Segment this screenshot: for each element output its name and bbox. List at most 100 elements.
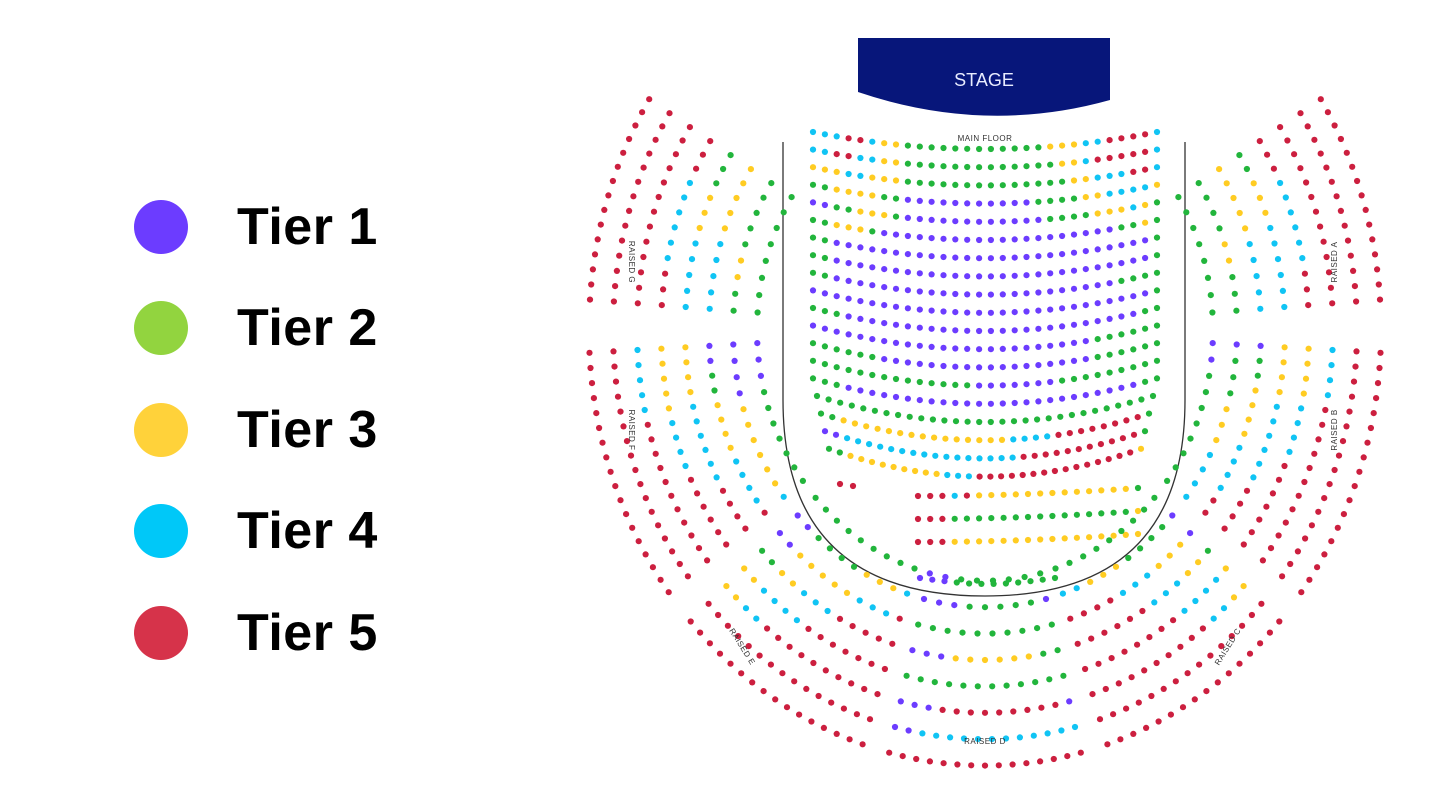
seat-raised-g-tier-2[interactable] [758, 274, 766, 281]
seat-main-floor-tier-1[interactable] [1118, 260, 1125, 267]
seat-raised-a-tier-2[interactable] [1243, 165, 1250, 173]
seat-raised-d-tier-5[interactable] [1050, 755, 1057, 763]
seat-main-floor-tier-2[interactable] [892, 375, 900, 383]
seat-raised-a-tier-5[interactable] [1325, 269, 1333, 276]
seat-main-floor-tier-2[interactable] [1115, 402, 1122, 409]
seat-main-floor-tier-3[interactable] [1024, 490, 1032, 498]
seat-main-floor-tier-5[interactable] [845, 135, 852, 142]
seat-raised-c-tier-4[interactable] [1059, 590, 1066, 597]
seat-main-floor-tier-1[interactable] [1142, 254, 1149, 262]
seat-main-floor-tier-2[interactable] [964, 418, 971, 425]
seat-raised-f-tier-5[interactable] [761, 509, 768, 516]
seat-raised-e-tier-3[interactable] [741, 565, 748, 572]
seat-raised-g-tier-3[interactable] [734, 274, 741, 281]
seat-main-floor-tier-3[interactable] [881, 176, 888, 183]
seat-main-floor-tier-3[interactable] [1012, 537, 1019, 544]
seat-main-floor-tier-3[interactable] [1110, 486, 1117, 493]
seat-main-floor-tier-1[interactable] [1011, 327, 1018, 334]
seat-raised-a-tier-5[interactable] [1347, 252, 1354, 259]
seat-raised-a-tier-2[interactable] [1183, 209, 1190, 216]
seat-main-floor-tier-1[interactable] [928, 289, 935, 296]
seat-raised-g-tier-5[interactable] [626, 207, 633, 214]
seat-main-floor-tier-1[interactable] [1130, 310, 1137, 317]
seat-raised-a-tier-5[interactable] [1366, 221, 1373, 228]
seat-raised-e-tier-2[interactable] [857, 537, 864, 544]
seat-main-floor-tier-1[interactable] [1035, 325, 1042, 332]
seat-raised-g-tier-5[interactable] [591, 251, 599, 258]
seat-main-floor-tier-1[interactable] [1023, 308, 1030, 315]
seat-raised-c-tier-5[interactable] [1203, 688, 1210, 695]
seat-main-floor-tier-3[interactable] [976, 492, 983, 499]
seat-raised-f-tier-4[interactable] [636, 377, 644, 384]
seat-raised-c-tier-5[interactable] [1177, 643, 1184, 650]
seat-main-floor-tier-2[interactable] [1130, 275, 1137, 282]
seat-raised-f-tier-3[interactable] [718, 416, 725, 423]
seat-main-floor-tier-3[interactable] [1098, 533, 1105, 540]
seat-main-floor-tier-3[interactable] [858, 456, 865, 463]
seat-raised-f-tier-3[interactable] [750, 437, 757, 444]
seat-main-floor-tier-2[interactable] [978, 580, 985, 588]
seat-main-floor-tier-3[interactable] [1037, 536, 1044, 543]
seat-raised-a-tier-5[interactable] [1301, 270, 1308, 277]
seat-raised-g-tier-3[interactable] [740, 180, 747, 187]
seat-main-floor-tier-4[interactable] [869, 138, 876, 145]
seat-main-floor-tier-5[interactable] [927, 515, 934, 523]
seat-main-floor-tier-5[interactable] [1051, 467, 1058, 475]
seat-raised-e-tier-2[interactable] [870, 545, 877, 552]
seat-main-floor-tier-4[interactable] [877, 443, 884, 450]
seat-main-floor-tier-5[interactable] [1127, 449, 1134, 456]
seat-main-floor-tier-5[interactable] [1130, 133, 1137, 140]
seat-raised-e-tier-5[interactable] [833, 730, 840, 738]
seat-raised-b-tier-5[interactable] [1294, 548, 1301, 555]
seat-main-floor-tier-1[interactable] [1059, 341, 1066, 348]
seat-raised-c-tier-5[interactable] [1146, 634, 1153, 641]
seat-main-floor-tier-1[interactable] [976, 400, 983, 407]
seat-main-floor-tier-2[interactable] [988, 515, 995, 522]
seat-main-floor-tier-1[interactable] [1106, 387, 1113, 394]
seat-main-floor-tier-2[interactable] [952, 381, 959, 388]
seat-main-floor-tier-1[interactable] [1106, 244, 1113, 251]
seat-main-floor-tier-3[interactable] [892, 159, 900, 166]
seat-main-floor-tier-3[interactable] [881, 158, 888, 165]
seat-main-floor-tier-2[interactable] [1145, 410, 1153, 417]
seat-raised-c-tier-3[interactable] [1195, 559, 1202, 566]
seat-main-floor-tier-1[interactable] [940, 290, 947, 297]
seat-raised-g-tier-4[interactable] [671, 224, 678, 231]
seat-raised-a-tier-3[interactable] [1223, 180, 1230, 187]
seat-raised-g-tier-5[interactable] [666, 110, 673, 117]
seat-main-floor-tier-2[interactable] [1080, 410, 1087, 417]
seat-main-floor-tier-1[interactable] [952, 199, 959, 207]
seat-main-floor-tier-2[interactable] [941, 417, 948, 424]
seat-raised-b-tier-5[interactable] [1374, 380, 1382, 387]
seat-raised-g-tier-3[interactable] [727, 209, 734, 217]
seat-raised-c-tier-3[interactable] [1087, 578, 1094, 586]
seat-raised-f-tier-2[interactable] [783, 450, 790, 457]
seat-raised-f-tier-4[interactable] [639, 392, 646, 399]
seat-raised-a-tier-3[interactable] [1256, 194, 1263, 201]
seat-raised-d-tier-1[interactable] [909, 647, 916, 654]
seat-main-floor-tier-1[interactable] [1047, 234, 1054, 241]
seat-main-floor-tier-1[interactable] [1035, 253, 1042, 260]
seat-raised-b-tier-4[interactable] [1298, 405, 1305, 412]
seat-raised-d-tier-1[interactable] [897, 698, 904, 705]
seat-main-floor-tier-2[interactable] [857, 369, 864, 376]
seat-raised-d-tier-2[interactable] [960, 682, 967, 689]
seat-main-floor-tier-1[interactable] [1023, 326, 1030, 333]
seat-raised-b-tier-2[interactable] [1254, 372, 1261, 379]
seat-raised-b-tier-5[interactable] [1256, 516, 1263, 523]
seat-raised-f-tier-2[interactable] [770, 420, 777, 427]
seat-raised-a-tier-4[interactable] [1246, 241, 1253, 248]
seat-raised-c-tier-4[interactable] [1174, 580, 1181, 587]
seat-main-floor-tier-1[interactable] [904, 196, 912, 203]
seat-raised-g-tier-2[interactable] [767, 241, 774, 248]
seat-main-floor-tier-5[interactable] [963, 492, 971, 499]
seat-raised-a-tier-4[interactable] [1274, 256, 1282, 263]
seat-raised-a-tier-2[interactable] [1203, 194, 1210, 201]
seat-raised-d-tier-1[interactable] [951, 602, 958, 609]
seat-raised-f-tier-1[interactable] [730, 341, 737, 348]
seat-main-floor-tier-1[interactable] [929, 576, 936, 583]
seat-main-floor-tier-2[interactable] [1106, 369, 1113, 376]
seat-main-floor-tier-1[interactable] [928, 325, 935, 332]
seat-raised-b-tier-3[interactable] [1300, 390, 1307, 397]
seat-raised-e-tier-5[interactable] [840, 705, 848, 712]
